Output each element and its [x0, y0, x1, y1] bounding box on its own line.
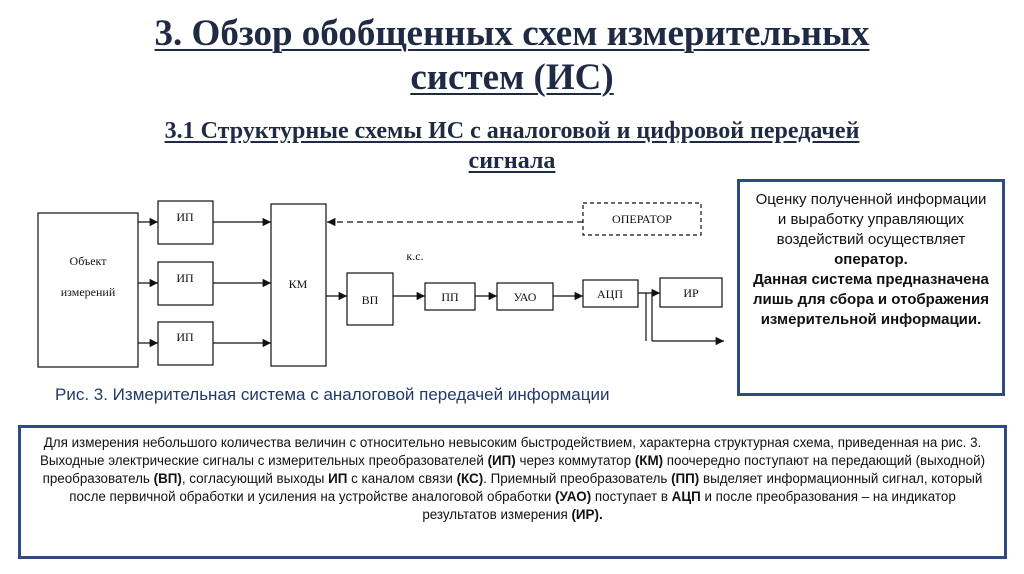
desc-term-pp: (ПП) [671, 471, 700, 486]
title-line-2: систем (ИС) [410, 57, 614, 98]
ir-box [659, 277, 723, 308]
adc-label: АЦП [597, 287, 623, 301]
desc-text: . Приемный преобразователь [483, 471, 672, 486]
ks-label: к.с. [406, 249, 423, 263]
uao-label: УАО [514, 290, 537, 304]
desc-term-ir: (ИР). [571, 507, 603, 522]
desc-text: через коммутатор [515, 453, 635, 468]
operator-note-box: Оценку полученной информации и выработку… [737, 179, 1005, 396]
desc-text: Выходные электрические сигналы с измерит… [39, 453, 488, 468]
desc-text: поступает в [591, 489, 672, 504]
desc-term-vp: (ВП) [153, 471, 182, 486]
title-line-1: 3. Обзор обобщенных схем измерительных [154, 13, 870, 54]
section-subtitle: 3.1 Структурные схемы ИС с аналоговой и … [0, 116, 1024, 176]
desc-term-ip-2: ИП [328, 471, 348, 486]
desc-term-km: (КМ) [634, 453, 664, 468]
desc-term-ip: (ИП) [487, 453, 516, 468]
desc-text: и после преобразования – на индикатор ре… [422, 489, 956, 522]
ip-label-1: ИП [176, 210, 194, 224]
ip-label-3: ИП [176, 330, 194, 344]
vp-box [346, 272, 394, 326]
ir-label: ИР [683, 286, 699, 300]
description-box: Для измерения небольшого количества вели… [18, 425, 1007, 559]
operator-label: ОПЕРАТОР [612, 212, 672, 226]
note-text-2: Данная система предназначена лишь для сб… [753, 271, 989, 328]
figure-caption: Рис. 3. Измерительная система с аналогов… [55, 385, 610, 404]
note-operator-bold: оператор. [834, 251, 908, 268]
desc-text: выделяет информационный сигнал, который … [69, 471, 983, 504]
object-label-2: измерений [61, 285, 116, 299]
subtitle-line-2: сигнала [468, 148, 556, 174]
desc-term-adc: АЦП [671, 489, 701, 504]
desc-term-uao: (УАО) [555, 489, 592, 504]
desc-text: , согласующий выходы [181, 471, 329, 486]
operator-box [582, 202, 702, 236]
ip-label-2: ИП [176, 271, 194, 285]
subtitle-line-1: 3.1 Структурные схемы ИС с аналоговой и … [164, 118, 860, 144]
km-label: КМ [289, 277, 308, 291]
pp-box [424, 282, 476, 311]
desc-text: с каналом связи [347, 471, 457, 486]
desc-line-1: Для измерения небольшого количества вели… [43, 435, 982, 450]
adc-box [582, 279, 639, 308]
uao-box [496, 282, 554, 311]
desc-term-ks: (КС) [456, 471, 484, 486]
pp-label: ПП [441, 290, 459, 304]
km-box [270, 203, 327, 367]
vp-label: ВП [362, 293, 379, 307]
object-label-1: Объект [70, 254, 108, 268]
note-text-1: Оценку полученной информации и выработку… [755, 191, 987, 248]
page-title: 3. Обзор обобщенных схем измерительных с… [0, 12, 1024, 100]
desc-text: поочередно поступают на передающий (выхо… [42, 453, 986, 486]
object-box [37, 212, 139, 368]
